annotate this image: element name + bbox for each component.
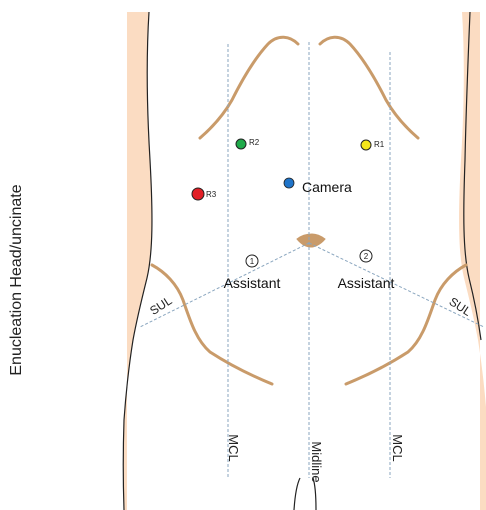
midline-label: Midline bbox=[309, 441, 324, 482]
right-mcl-label: MCL bbox=[390, 434, 405, 461]
r3-port-label: R3 bbox=[206, 190, 217, 199]
left-mcl-label: MCL bbox=[226, 434, 241, 461]
r2-port-label: R2 bbox=[249, 138, 260, 147]
crotch-line bbox=[294, 478, 316, 510]
assistant-port-1-label: Assistant bbox=[224, 275, 281, 291]
camera-port bbox=[284, 178, 294, 188]
assistant-port-2-number: 2 bbox=[364, 252, 369, 261]
r3-port bbox=[192, 188, 204, 200]
torso-body bbox=[123, 12, 486, 510]
r1-port-label: R1 bbox=[374, 140, 385, 149]
left-sul-label: SUL bbox=[147, 293, 174, 318]
assistant-port-2-label: Assistant bbox=[338, 275, 395, 291]
assistant-port-1-number: 1 bbox=[250, 257, 255, 266]
r1-port bbox=[361, 140, 371, 150]
right-rib-line bbox=[320, 37, 418, 138]
r2-port bbox=[236, 139, 246, 149]
right-sul-line bbox=[309, 243, 484, 327]
camera-port-label: Camera bbox=[302, 179, 352, 195]
left-rib-line bbox=[200, 37, 298, 138]
navel bbox=[297, 234, 325, 247]
